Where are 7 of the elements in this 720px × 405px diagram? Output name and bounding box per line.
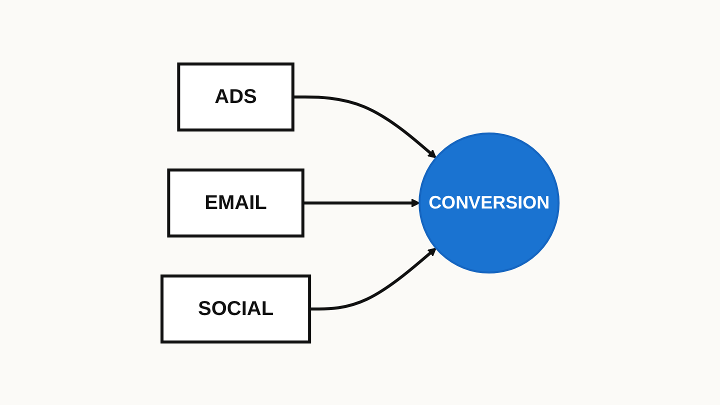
node-box: ADS: [176, 62, 294, 131]
node-box: EMAIL: [166, 168, 304, 237]
arrow: [292, 95, 436, 158]
node-box: SOCIAL: [160, 274, 311, 343]
node-circle: CONVERSION: [418, 132, 560, 274]
arrow: [302, 198, 420, 207]
arrow: [309, 247, 436, 310]
